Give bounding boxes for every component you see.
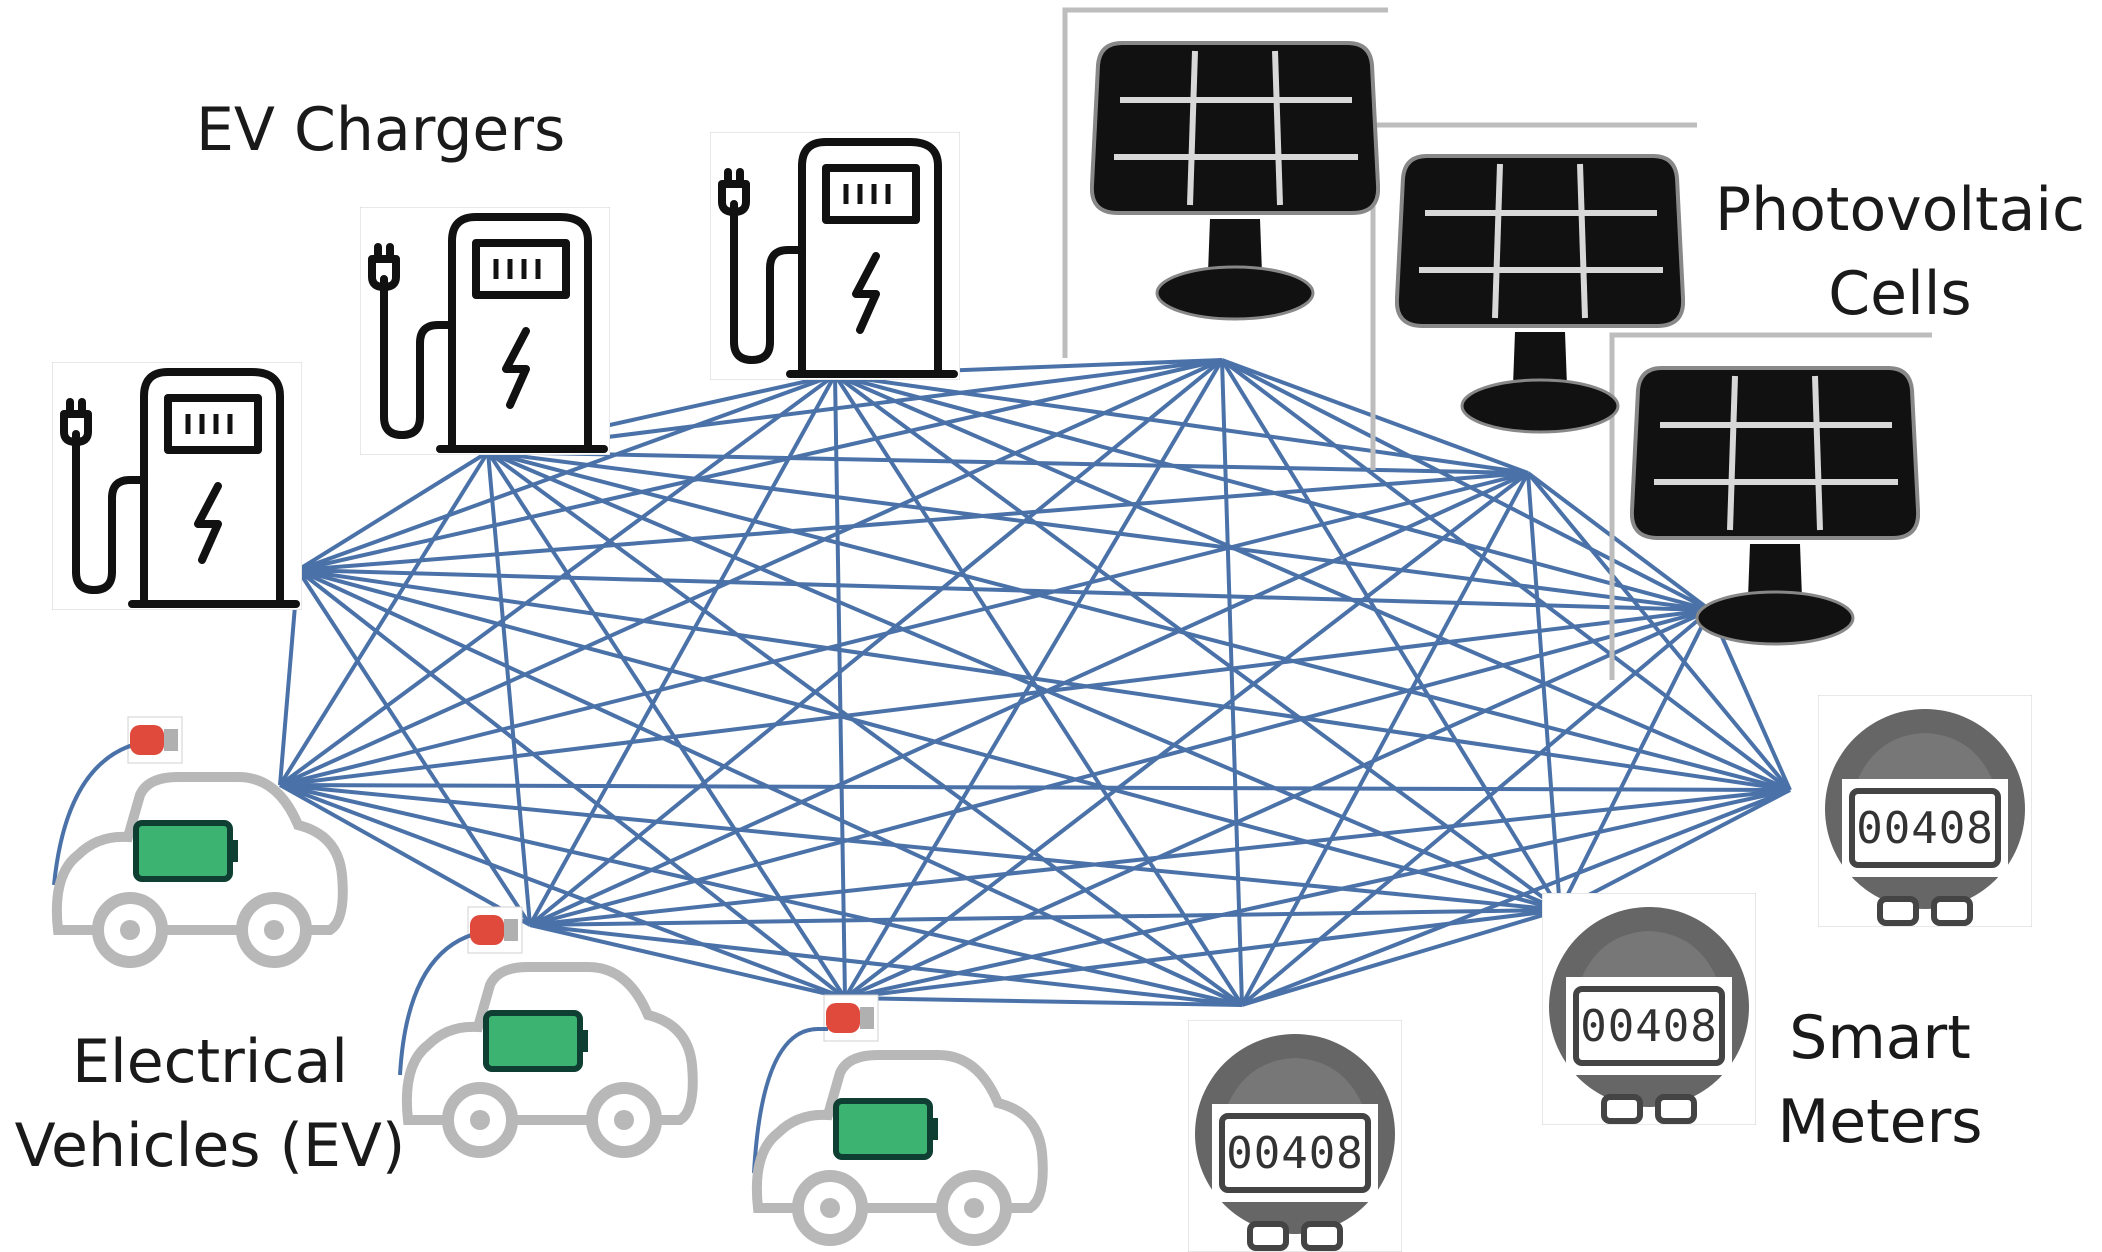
network-edge bbox=[296, 450, 490, 572]
meter-reading: 00408 bbox=[1580, 1001, 1718, 1052]
electric-vehicle-2 bbox=[398, 906, 698, 1158]
network-edge bbox=[279, 783, 846, 1000]
network-edge bbox=[486, 450, 1244, 1007]
smart-meters-label: Smart Meters bbox=[1760, 996, 2000, 1164]
meter-reading: 00408 bbox=[1856, 803, 1994, 854]
network-edge bbox=[833, 373, 1562, 912]
network-edge bbox=[844, 608, 1711, 1000]
network-edge bbox=[279, 608, 1711, 787]
network-edge bbox=[843, 471, 1530, 1000]
network-edge bbox=[487, 450, 1711, 612]
network-edge bbox=[297, 568, 1561, 912]
network-edge bbox=[529, 788, 1791, 927]
network-edge bbox=[279, 471, 1529, 787]
photovoltaic-cells-label: Photovoltaic Cells bbox=[1700, 168, 2100, 336]
network-edge bbox=[1220, 358, 1562, 912]
network-edge bbox=[529, 923, 1243, 1007]
network-edge bbox=[487, 450, 1529, 475]
network-edge bbox=[278, 373, 837, 787]
network-edge bbox=[278, 450, 490, 787]
network-edge bbox=[486, 451, 532, 926]
network-edge bbox=[1559, 788, 1791, 912]
meter-icon bbox=[1188, 1020, 1402, 1252]
electric-vehicle-3 bbox=[751, 994, 1048, 1246]
network-edge bbox=[529, 923, 846, 1000]
solar-panel-2 bbox=[1395, 154, 1685, 434]
network-edge bbox=[297, 471, 1529, 572]
network-edge bbox=[834, 373, 1791, 792]
network-edge bbox=[528, 358, 1224, 927]
network-edge bbox=[1708, 609, 1792, 791]
network-edge bbox=[529, 608, 1711, 927]
network-edge bbox=[297, 568, 1711, 612]
photovoltaic-label-line2: Cells bbox=[1828, 259, 1972, 329]
network-edge bbox=[833, 374, 847, 999]
network-edge bbox=[1526, 471, 1712, 612]
ev-label-line2: Vehicles (EV) bbox=[14, 1111, 406, 1181]
network-edge bbox=[279, 783, 531, 927]
ev-charger-3 bbox=[710, 132, 960, 380]
meter-reading: 00408 bbox=[1226, 1128, 1364, 1179]
smart-meters-label-line1: Smart bbox=[1789, 1003, 1971, 1073]
network-edge bbox=[1221, 358, 1711, 612]
network-edge bbox=[834, 373, 1711, 612]
meter-icon bbox=[1542, 893, 1756, 1125]
network-edge bbox=[1240, 472, 1530, 1006]
network-edge bbox=[844, 788, 1791, 1000]
network-edge bbox=[844, 908, 1561, 1000]
network-edge bbox=[487, 450, 1791, 792]
ev-chargers-label: EV Chargers bbox=[196, 95, 566, 165]
network-edge bbox=[529, 908, 1561, 927]
ev-charger-1 bbox=[52, 362, 302, 610]
electrical-vehicles-label: Electrical Vehicles (EV) bbox=[0, 1020, 420, 1188]
smart-meter-2: 00408 bbox=[1542, 893, 1756, 1125]
network-edge bbox=[279, 783, 1243, 1007]
solar-panel-3 bbox=[1630, 366, 1920, 646]
network-edge bbox=[297, 358, 1223, 572]
network-edge bbox=[1526, 472, 1562, 911]
solar-panel-1 bbox=[1090, 41, 1380, 321]
network-edge bbox=[1241, 908, 1561, 1007]
network-edge bbox=[279, 358, 1223, 787]
ev-charger-2 bbox=[360, 207, 610, 455]
photovoltaic-label-line1: Photovoltaic bbox=[1715, 175, 2085, 245]
electric-vehicle-1 bbox=[51, 716, 348, 968]
network-edge bbox=[1220, 358, 1792, 792]
network-edge bbox=[844, 996, 1243, 1007]
network-edge bbox=[529, 471, 1529, 927]
network-edge bbox=[279, 783, 1561, 912]
network-edge bbox=[486, 450, 847, 1000]
smart-meter-1: 00408 bbox=[1188, 1020, 1402, 1252]
network-edge bbox=[1558, 609, 1712, 911]
network-edge bbox=[843, 358, 1224, 1000]
smart-meter-3: 00408 bbox=[1818, 695, 2032, 927]
smart-meters-label-line2: Meters bbox=[1777, 1087, 1983, 1157]
network-edge bbox=[279, 783, 1791, 792]
network-edge bbox=[1241, 788, 1791, 1007]
meter-icon bbox=[1818, 695, 2032, 927]
ev-label-line1: Electrical bbox=[72, 1027, 348, 1097]
network-edge bbox=[833, 373, 1244, 1007]
network-edge bbox=[528, 374, 837, 926]
network-edge bbox=[1220, 359, 1244, 1006]
